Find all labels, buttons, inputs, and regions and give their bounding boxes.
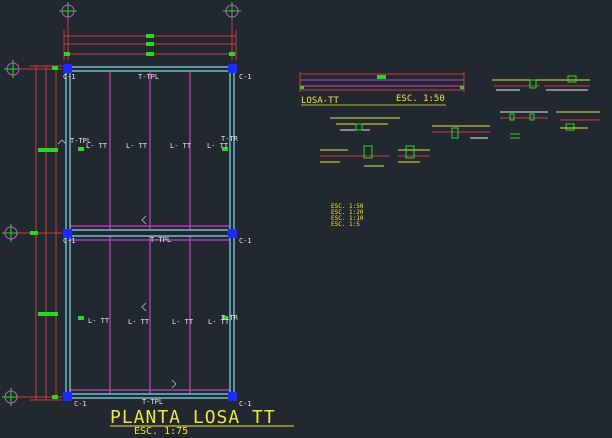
beam-label-mid: T-TPL xyxy=(150,236,171,244)
joist-label-lower-2: L- TT xyxy=(128,318,150,326)
column-bot-left[interactable] xyxy=(63,392,72,401)
columns xyxy=(63,64,237,401)
dimension-markers xyxy=(30,34,235,399)
beam-label-left-upper: T-TPL xyxy=(70,137,91,145)
joist-label-lower-3: L- TT xyxy=(172,318,194,326)
beam-label-right-upper: T-TR xyxy=(221,135,239,143)
column-top-left[interactable] xyxy=(63,64,72,73)
drawing-title-scale: ESC. 1:75 xyxy=(134,426,188,434)
column-mid-left[interactable] xyxy=(63,229,72,238)
dimension-lines xyxy=(18,18,237,401)
beam-end-markers xyxy=(78,147,228,320)
scale-list-item-2: ESC. 1:20 xyxy=(331,209,364,216)
scale-list-item-4: ESC. 1:5 xyxy=(331,221,360,228)
beam-label-right-lower: T-TR xyxy=(221,314,239,322)
column-label-top-right: C-1 xyxy=(239,73,252,81)
column-bot-right[interactable] xyxy=(228,392,237,401)
column-label-top-left: C-1 xyxy=(63,73,76,81)
beam-label-top: T-TPL xyxy=(138,73,159,81)
section-detail xyxy=(299,72,465,92)
section-arrows xyxy=(57,139,177,389)
grid-bubble-crosses xyxy=(2,2,241,406)
detail-cluster-top-right xyxy=(492,75,600,139)
joist-lines xyxy=(70,72,230,394)
section-scale: ESC. 1:50 xyxy=(396,94,445,104)
detail-cluster-center xyxy=(320,117,490,167)
joist-label-upper-2: L- TT xyxy=(126,142,148,150)
joist-label-lower-1: L- TT xyxy=(88,317,110,325)
scale-list-item-1: ESC. 1:50 xyxy=(331,203,364,210)
grid-bubbles xyxy=(4,4,239,404)
scale-list-item-3: ESC. 1:10 xyxy=(331,215,364,222)
beam-label-bot: T-TPL xyxy=(142,398,163,406)
column-label-mid-right: C-1 xyxy=(239,237,252,245)
joist-label-upper-3: L- TT xyxy=(170,142,192,150)
joist-label-upper-1: L- TT xyxy=(86,142,108,150)
column-label-mid-left: C-1 xyxy=(63,237,76,245)
joist-label-lower-4: L- TT xyxy=(208,318,230,326)
drawing-title: PLANTA LOSA TT xyxy=(110,407,276,428)
column-label-bot-left: C-1 xyxy=(74,400,87,408)
column-label-bot-right: C-1 xyxy=(239,400,252,408)
section-label: LOSA-TT xyxy=(301,96,340,106)
column-top-right[interactable] xyxy=(228,64,237,73)
joist-label-upper-4: L- TT xyxy=(207,142,229,150)
column-mid-right[interactable] xyxy=(228,229,237,238)
